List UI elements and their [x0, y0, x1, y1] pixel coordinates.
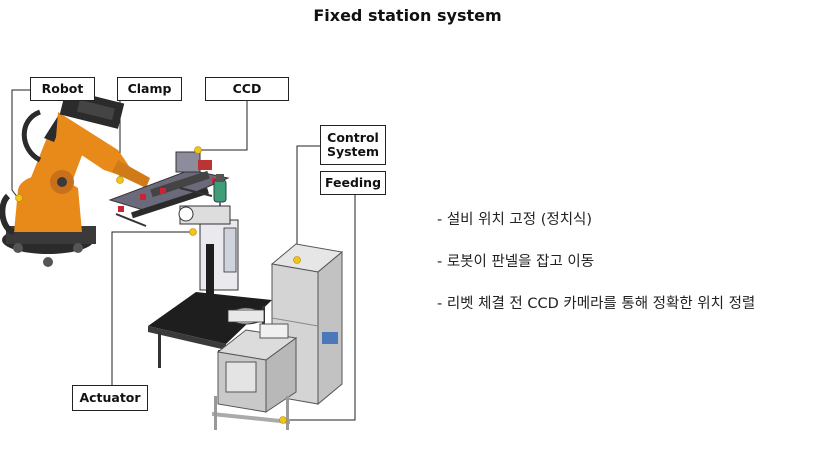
feeding-unit — [212, 323, 298, 430]
actuator-column — [178, 205, 239, 334]
callout-robot: Robot — [30, 77, 95, 101]
bullet-item: - 리벳 체결 전 CCD 카메라를 통해 정확한 위치 정렬 — [437, 296, 756, 312]
callout-control-system: Control System — [320, 125, 386, 165]
robot-arm — [0, 89, 150, 267]
callout-leaders — [11, 89, 356, 421]
callout-ccd: CCD — [205, 77, 289, 101]
bullet-item: - 로봇이 판넬을 잡고 이동 — [437, 254, 595, 270]
callout-feeding: Feeding — [320, 171, 386, 195]
page-title: Fixed station system — [313, 6, 502, 25]
callout-dots — [15, 146, 301, 424]
bullet-item: - 설비 위치 고정 (정치식) — [437, 212, 593, 228]
callout-clamp: Clamp — [117, 77, 182, 101]
callout-actuator: Actuator — [72, 385, 148, 411]
